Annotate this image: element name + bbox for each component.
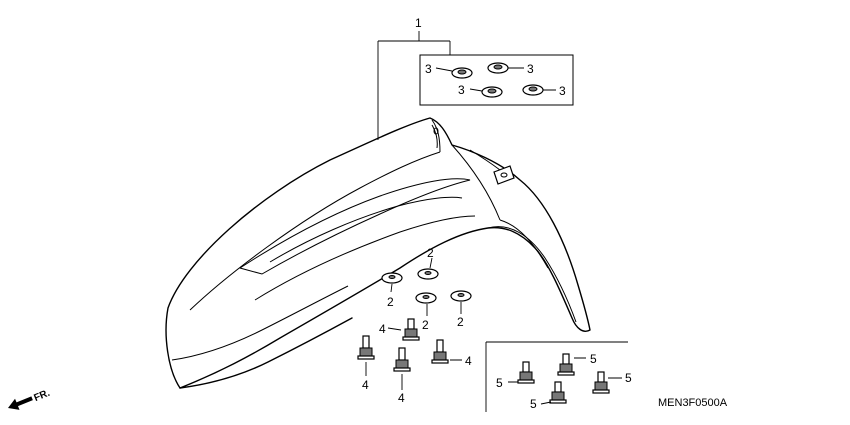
- bolt-5d: [549, 381, 567, 404]
- grommet-2: [487, 62, 509, 74]
- washer-2: [381, 272, 403, 284]
- bolt-5a: [517, 361, 535, 384]
- bolts-4: 4 4 4 4: [357, 318, 472, 405]
- callout-5a: 5: [496, 376, 503, 390]
- washer-1: [417, 268, 439, 280]
- callout-4b: 4: [362, 378, 369, 392]
- callout-5d: 5: [530, 397, 537, 411]
- bolt-5b: [557, 353, 575, 376]
- washer-4: [450, 290, 472, 302]
- callout-4d: 4: [398, 391, 405, 405]
- bolt-4a: [402, 318, 420, 341]
- callout-3b: 3: [527, 62, 534, 76]
- callout-3a: 3: [425, 62, 432, 76]
- callout-4c: 4: [465, 354, 472, 368]
- grommet-box: 3 3 3 3: [419, 54, 574, 106]
- callout-3c: 3: [458, 83, 465, 97]
- fr-label: FR.: [32, 388, 51, 404]
- grommet-4: [522, 84, 544, 96]
- callout-2d: 2: [457, 315, 464, 329]
- bolt-4c: [431, 339, 449, 364]
- grommet-3: [481, 86, 503, 98]
- front-arrow-icon: [8, 396, 33, 410]
- bolt-4d: [393, 347, 411, 372]
- grommet-1: [451, 67, 473, 79]
- washer-3: [415, 292, 437, 304]
- callout-4a: 4: [379, 322, 386, 336]
- callout-5b: 5: [590, 352, 597, 366]
- front-direction-indicator: FR.: [8, 388, 52, 410]
- diagram-code: MEN3F0500A: [658, 397, 728, 409]
- callout-2b: 2: [387, 295, 394, 309]
- ref-1-leader: 1: [377, 16, 451, 140]
- callout-3d: 3: [559, 84, 566, 98]
- callout-5c: 5: [625, 371, 632, 385]
- callout-2c: 2: [422, 318, 429, 332]
- bolt-5c: [592, 371, 610, 394]
- bolt-4b: [357, 335, 375, 360]
- washers: 2 2 2 2: [381, 246, 472, 332]
- bolt-box: 5 5 5 5: [485, 341, 632, 412]
- callout-1: 1: [415, 16, 422, 30]
- callout-2a: 2: [427, 246, 434, 260]
- front-fender: [165, 117, 591, 389]
